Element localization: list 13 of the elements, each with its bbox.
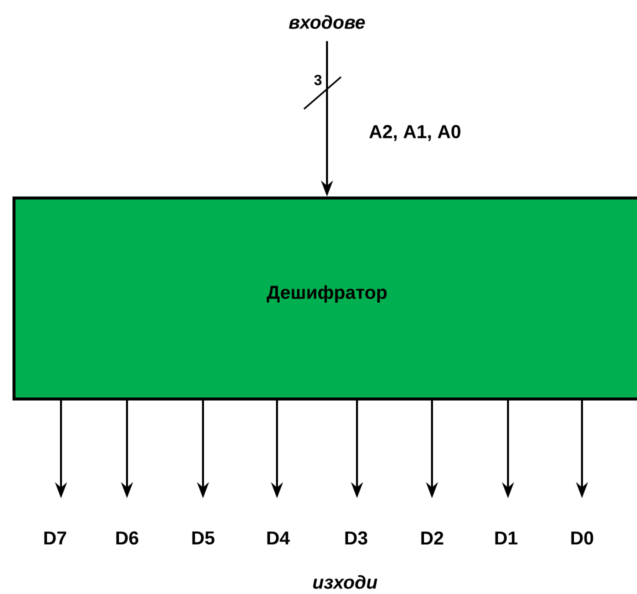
output-label: D7 xyxy=(44,532,66,544)
output-label: D2 xyxy=(421,531,444,544)
edge-label: A2, A1, A0 xyxy=(369,125,460,141)
output-label: D5 xyxy=(192,531,214,544)
output-caption: изходи xyxy=(313,575,378,589)
output-label: D6 xyxy=(116,531,138,545)
input-label: входове xyxy=(289,15,365,29)
output-label: D0 xyxy=(571,531,594,545)
decoder-box: Дешифратор xyxy=(12,196,637,400)
output-label: D3 xyxy=(345,531,368,545)
bus-width-number: 3 xyxy=(314,74,322,86)
output-label: D1 xyxy=(495,532,518,544)
output-label: D4 xyxy=(267,532,290,544)
